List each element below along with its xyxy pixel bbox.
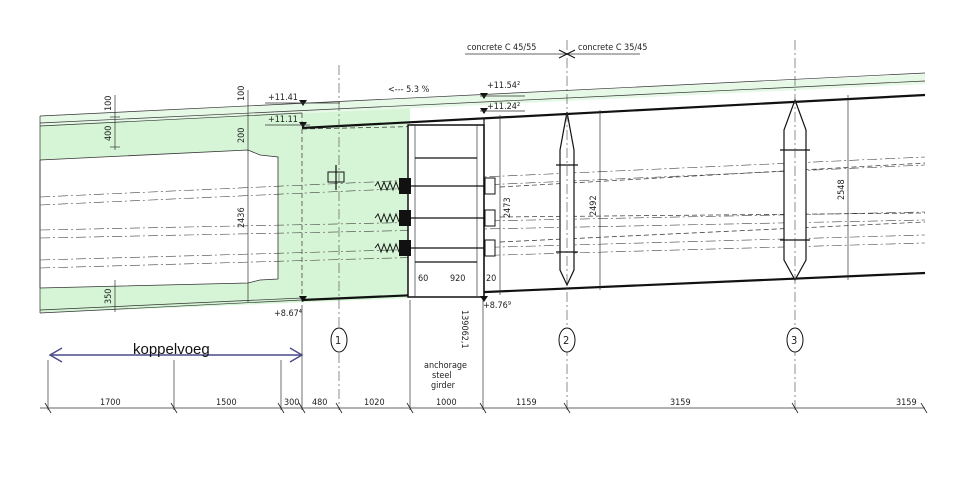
dim-v2492: 2492 [589, 195, 599, 216]
anchorage-label-line1: anchorage [424, 361, 467, 371]
level-bottom-left: +8.67⁴ [274, 309, 302, 319]
anchorage-label-line3: girder [431, 381, 456, 391]
bottom-dim-5: 1020 [364, 398, 385, 408]
level-top-left-2: +11.11 [268, 115, 298, 125]
axis-label-2: 2 [563, 334, 569, 347]
tendons [39, 156, 926, 269]
dim-v350: 350 [104, 289, 114, 304]
bottom-dim-9: 3159 [896, 398, 917, 408]
material-right: concrete C 35/45 [578, 43, 647, 53]
bottom-dim-7: 1159 [516, 398, 537, 408]
anchorage-label-line2: steel [432, 371, 452, 381]
dim-girder-20: 20 [486, 274, 496, 284]
bottom-dim-4: 480 [312, 398, 327, 408]
steel-girder [407, 118, 485, 300]
dim-girder-60: 60 [418, 274, 428, 284]
dim-girder-920: 920 [450, 274, 465, 284]
vertical-dimension-lines [110, 90, 849, 312]
axis-bubbles [330, 327, 804, 353]
bottom-dim-1: 1700 [100, 398, 121, 408]
level-top-mid-1: +11.54² [487, 81, 520, 91]
level-markers [265, 93, 525, 302]
koppelvoeg-arrow [48, 347, 304, 363]
slope-label: <--- 5.3 % [388, 85, 430, 95]
dim-v2436: 2436 [237, 207, 247, 228]
dim-v139062: 139062,1 [459, 310, 469, 349]
anchors [327, 165, 496, 257]
level-bottom-mid: +8.76⁹ [483, 301, 511, 311]
bottom-dim-8: 3159 [670, 398, 691, 408]
bottom-dim-3: 300 [284, 398, 299, 408]
material-left: concrete C 45/55 [467, 43, 536, 53]
axis-label-1: 1 [335, 334, 341, 347]
dim-v100b: 100 [237, 86, 247, 101]
bottom-dim-2: 1500 [216, 398, 237, 408]
dim-v2548: 2548 [837, 179, 847, 200]
deck-outline [39, 72, 926, 314]
axis-label-3: 3 [791, 334, 797, 347]
bottom-dimension-line [40, 300, 928, 414]
dim-v400: 400 [104, 126, 114, 141]
dim-v2473: 2473 [503, 197, 513, 218]
koppelvoeg-label: koppelvoeg [133, 341, 210, 358]
dim-v200: 200 [237, 128, 247, 143]
level-top-mid-2: +11.24² [487, 102, 520, 112]
level-top-left-1: +11.41 [268, 93, 298, 103]
dim-v100a: 100 [104, 96, 114, 111]
bottom-dim-6: 1000 [436, 398, 457, 408]
hollow-box [39, 149, 279, 289]
